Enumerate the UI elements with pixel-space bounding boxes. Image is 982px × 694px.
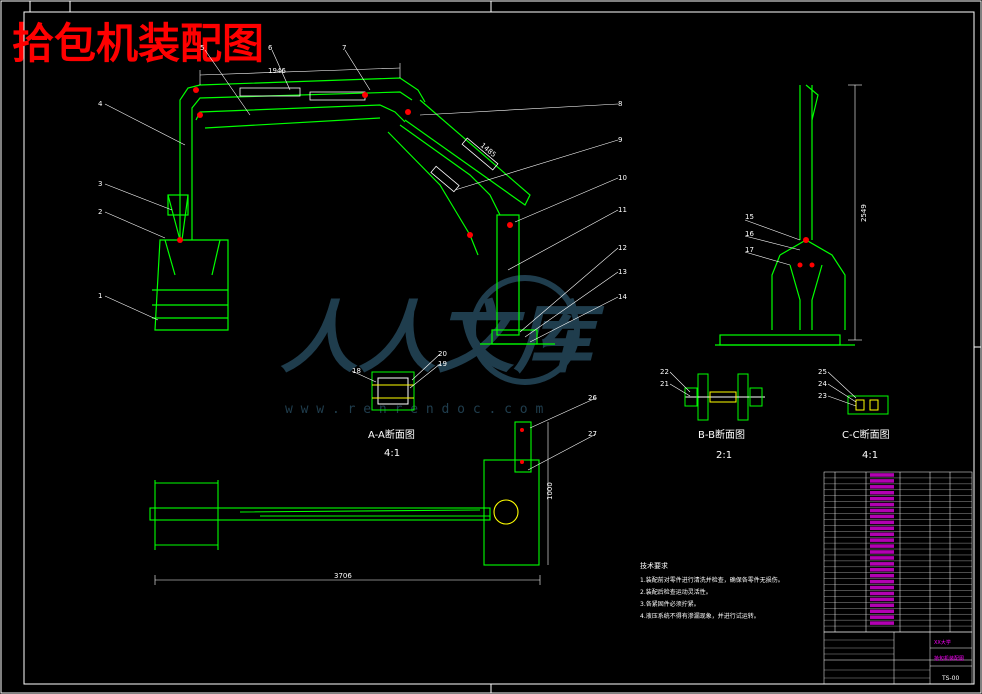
callout-21: 21 <box>660 380 669 388</box>
callout-25: 25 <box>818 368 827 376</box>
notes-line-2: 2.装配后检查运动灵活性。 <box>640 588 712 596</box>
callout-22: 22 <box>660 368 669 376</box>
section-aa <box>371 371 415 411</box>
callout-26: 26 <box>588 394 597 402</box>
bom-rows <box>824 473 972 627</box>
section-bb <box>684 373 765 421</box>
bom-row-fill <box>870 621 894 625</box>
dim-base-height-label: 1000 <box>546 482 554 500</box>
bom-row-fill <box>870 579 894 584</box>
bom-row-fill <box>870 544 894 548</box>
drawing-title: 拾包机装配图 <box>12 19 264 68</box>
bom-row-fill <box>870 597 894 602</box>
dim-base <box>154 422 549 585</box>
bom-row-fill <box>870 490 894 495</box>
section-bb-leaders <box>669 371 691 397</box>
callout-13: 13 <box>618 268 627 276</box>
bom-table <box>823 471 973 633</box>
bom-row-fill <box>870 573 894 578</box>
bom-row-fill <box>870 473 894 477</box>
section-aa-scale: 4:1 <box>384 448 400 459</box>
callout-12: 12 <box>618 244 627 252</box>
callout-16: 16 <box>745 230 754 238</box>
callout-2: 2 <box>98 208 102 216</box>
dim-height-label: 2549 <box>860 204 868 222</box>
callout-18: 18 <box>352 367 361 375</box>
callout-8: 8 <box>618 100 622 108</box>
bom-row-fill <box>870 562 894 566</box>
bom-row-fill <box>870 520 894 525</box>
callout-20: 20 <box>438 350 447 358</box>
main-view-hydraulics <box>239 87 499 193</box>
callout-14: 14 <box>618 293 627 301</box>
main-callout-leaders <box>104 49 619 343</box>
section-bb-title: B-B断面图 <box>698 428 745 441</box>
bom-row-fill <box>870 585 894 590</box>
callout-10: 10 <box>618 174 627 182</box>
bom-row-fill <box>870 526 894 531</box>
callout-1: 1 <box>98 292 102 300</box>
side-view <box>715 84 855 346</box>
callout-9: 9 <box>618 136 622 144</box>
section-aa-title: A-A断面图 <box>368 428 415 441</box>
callout-6: 6 <box>268 44 273 52</box>
dim-top-arm-label: 1946 <box>268 67 286 75</box>
section-bb-scale: 2:1 <box>716 450 732 461</box>
callout-23: 23 <box>818 392 827 400</box>
section-cc-title: C-C断面图 <box>842 428 890 441</box>
section-aa-leaders <box>351 353 441 389</box>
plan-callout-leaders <box>527 397 597 471</box>
side-view-accents <box>797 237 815 268</box>
title-block-grid <box>824 639 930 679</box>
bom-row-fill <box>870 591 894 596</box>
notes-line-1: 1.装配前对零件进行清洗并检查，确保各零件无损伤。 <box>640 576 784 584</box>
callout-7: 7 <box>342 44 346 52</box>
callout-27: 27 <box>588 430 597 438</box>
dim-base-label: 3706 <box>334 572 352 580</box>
plan-view-accents <box>520 428 524 464</box>
bom-row-fill <box>870 538 894 542</box>
callout-3: 3 <box>98 180 102 188</box>
drawing-frame <box>23 11 975 685</box>
bom-row-fill <box>870 514 894 519</box>
callout-17: 17 <box>745 246 754 254</box>
bom-row-fill <box>870 485 894 489</box>
title-block <box>823 631 973 685</box>
bom-row-fill <box>870 568 894 572</box>
callout-15: 15 <box>745 213 754 221</box>
bom-row-fill <box>870 502 894 507</box>
plan-view <box>149 421 540 566</box>
section-cc-scale: 4:1 <box>862 450 878 461</box>
notes-heading: 技术要求 <box>640 561 668 570</box>
callout-24: 24 <box>818 380 827 388</box>
bom-row-fill <box>870 609 894 614</box>
callout-11: 11 <box>618 206 627 214</box>
bom-row-fill <box>870 496 894 501</box>
callout-5: 5 <box>200 44 204 52</box>
main-view-accents <box>177 87 513 243</box>
notes-line-4: 4.液压系统不得有渗漏现象，并进行试运转。 <box>640 612 760 620</box>
bom-row-fill <box>870 556 894 560</box>
watermark-logo: 人人文库 w w w . r e n r e n d o c . c o m <box>280 275 605 417</box>
side-callout-leaders <box>744 219 801 266</box>
section-cc <box>847 395 889 415</box>
dim-top-arm <box>199 63 401 85</box>
watermark-brand: 人人文库 <box>280 294 605 384</box>
section-cc-leaders <box>827 371 857 407</box>
callout-19: 19 <box>438 360 447 368</box>
bom-row-fill <box>870 615 894 619</box>
titleblock-school: XX大学 <box>934 639 951 646</box>
bom-row-fill <box>870 603 894 608</box>
bom-row-fill <box>870 479 894 483</box>
notes-line-3: 3.各紧固件必须拧紧。 <box>640 600 700 608</box>
titleblock-drawing-no: TS-00 <box>941 675 959 682</box>
titleblock-name: 拾包机装配图 <box>934 655 964 662</box>
dim-height <box>848 84 862 341</box>
bom-row-fill <box>870 532 894 536</box>
bom-row-fill <box>870 550 894 554</box>
callout-4: 4 <box>98 100 103 108</box>
bom-row-fill <box>870 508 894 513</box>
